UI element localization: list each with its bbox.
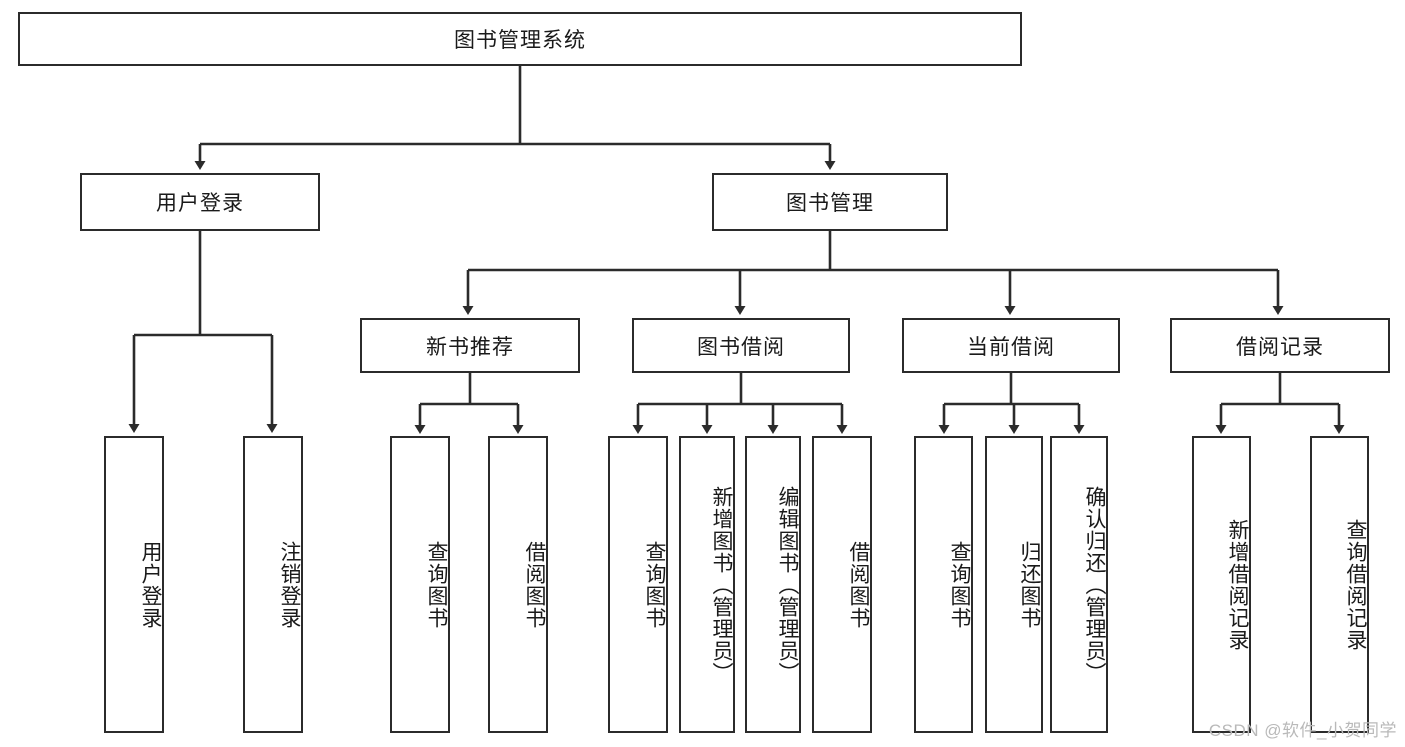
node-label: 查询借阅记录 bbox=[1344, 518, 1367, 651]
leaf-node-return-book: 归还图书 bbox=[985, 436, 1043, 733]
node-label: 当前借阅 bbox=[967, 335, 1055, 359]
node-label: 用户登录 bbox=[139, 540, 162, 629]
leaf-node-add-borrow-record: 新增借阅记录 bbox=[1192, 436, 1251, 733]
node-label: 查询图书 bbox=[948, 540, 971, 629]
node-label: 归还图书 bbox=[1018, 540, 1041, 629]
leaf-node-edit-book-admin: 编辑图书（管理员） bbox=[745, 436, 801, 733]
level2-node-user-login: 用户登录 bbox=[80, 173, 320, 231]
node-label: 新书推荐 bbox=[426, 335, 514, 359]
node-label: 编辑图书（管理员） bbox=[776, 485, 799, 684]
node-label: 图书管理 bbox=[786, 192, 874, 215]
node-label: 注销登录 bbox=[278, 540, 301, 629]
leaf-node-borrow-book: 借阅图书 bbox=[812, 436, 872, 733]
watermark-text: CSDN @软件_小贺同学 bbox=[1208, 721, 1397, 740]
leaf-node-query-book-current: 查询图书 bbox=[914, 436, 973, 733]
leaf-node-query-book-borrow: 查询图书 bbox=[608, 436, 668, 733]
node-label: 借阅图书 bbox=[847, 540, 870, 629]
level3-node-new-book-recommend: 新书推荐 bbox=[360, 318, 580, 373]
level2-node-book-management: 图书管理 bbox=[712, 173, 948, 231]
level3-node-borrow-record: 借阅记录 bbox=[1170, 318, 1390, 373]
node-label: 用户登录 bbox=[156, 192, 244, 215]
level3-node-current-borrow: 当前借阅 bbox=[902, 318, 1120, 373]
leaf-node-confirm-return-admin: 确认归还（管理员） bbox=[1050, 436, 1108, 733]
node-label: 新增图书（管理员） bbox=[710, 485, 733, 684]
node-label: 图书管理系统 bbox=[454, 29, 586, 52]
leaf-node-borrow-book-recommend: 借阅图书 bbox=[488, 436, 548, 733]
leaf-node-query-borrow-record: 查询借阅记录 bbox=[1310, 436, 1369, 733]
level3-node-book-borrow: 图书借阅 bbox=[632, 318, 850, 373]
node-label: 借阅图书 bbox=[523, 540, 546, 629]
node-label: 确认归还（管理员） bbox=[1083, 485, 1106, 684]
leaf-node-user-login-do: 用户登录 bbox=[104, 436, 164, 733]
node-label: 查询图书 bbox=[425, 540, 448, 629]
leaf-node-add-book-admin: 新增图书（管理员） bbox=[679, 436, 735, 733]
leaf-node-query-book-recommend: 查询图书 bbox=[390, 436, 450, 733]
root-node: 图书管理系统 bbox=[18, 12, 1022, 66]
node-label: 借阅记录 bbox=[1236, 335, 1324, 359]
leaf-node-user-logout: 注销登录 bbox=[243, 436, 303, 733]
node-label: 图书借阅 bbox=[697, 335, 785, 359]
node-label: 新增借阅记录 bbox=[1226, 518, 1249, 651]
node-label: 查询图书 bbox=[643, 540, 666, 629]
